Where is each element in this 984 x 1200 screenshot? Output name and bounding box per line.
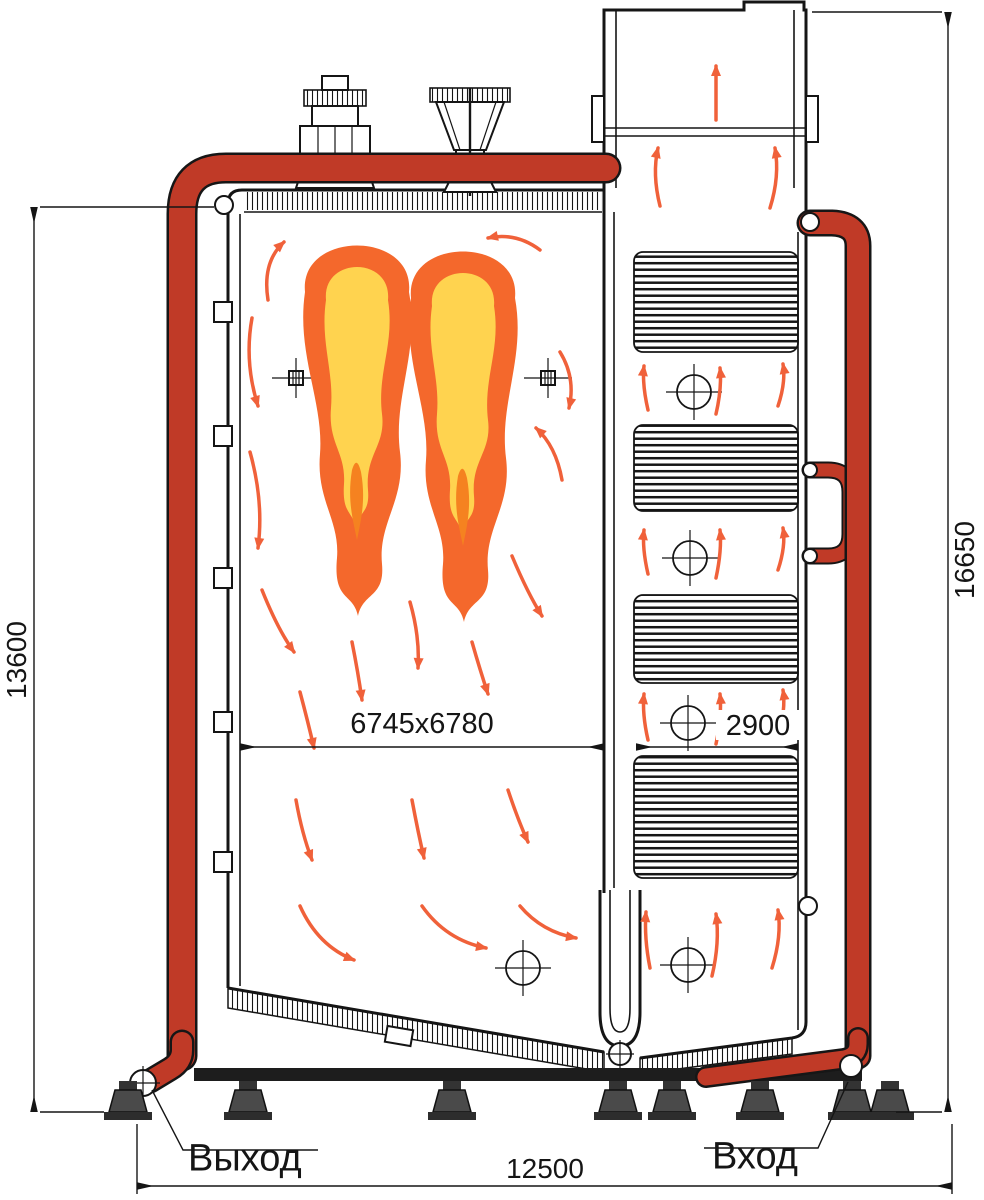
- wall-bracket: [213, 425, 233, 447]
- flue-duct: [591, 0, 819, 192]
- duct-flange-tab-left: [591, 95, 605, 143]
- inspection-port: [660, 937, 716, 993]
- tube-bundle-3: [633, 594, 799, 684]
- inspection-ports: [495, 364, 722, 996]
- dim-height-left-value: 13600: [1, 621, 32, 699]
- foot: [428, 1081, 476, 1120]
- tube-bundle-2: [633, 424, 799, 512]
- wall-bracket: [213, 567, 233, 589]
- inspection-port: [662, 530, 718, 586]
- wall-bracket: [213, 851, 233, 873]
- tube-bundle-1: [633, 251, 799, 353]
- pipe-flanges: [126, 195, 863, 1100]
- outlet-callout: Выход: [151, 1089, 318, 1179]
- base-frame: [194, 1068, 862, 1081]
- piping: [137, 152, 872, 1094]
- dimension-convective-width: 2900: [636, 710, 800, 751]
- inspection-port: [495, 940, 551, 996]
- inspection-port: [660, 695, 716, 751]
- foot: [594, 1081, 642, 1120]
- foot: [224, 1081, 272, 1120]
- flame-left: [303, 245, 412, 616]
- outlet-pipe: [137, 1029, 195, 1094]
- burner-mark: [272, 358, 320, 398]
- flange-top-right: [800, 212, 820, 232]
- convective-tube-bundles: [633, 251, 799, 879]
- foot: [648, 1081, 696, 1120]
- flange-loop-lower: [802, 548, 818, 564]
- burner-mark: [524, 358, 572, 398]
- inlet-label: Вход: [712, 1135, 798, 1177]
- tube-bundle-4: [633, 755, 799, 879]
- dimension-overall-width: 12500: [136, 1124, 953, 1194]
- flange-top-left: [214, 195, 234, 215]
- wall-bracket: [213, 711, 233, 733]
- rear-screen-loop: [598, 890, 642, 1068]
- flange-drain: [798, 896, 818, 916]
- wall-bracket: [213, 301, 233, 323]
- flames: [303, 245, 518, 622]
- dimension-furnace-width: 6745x6780: [240, 708, 604, 751]
- burner-marks: [272, 358, 572, 398]
- foot: [104, 1081, 152, 1120]
- dim-overall-width-value: 12500: [506, 1153, 584, 1184]
- bypass-loop-pipe: [801, 461, 859, 565]
- inlet-callout: Вход: [704, 1081, 849, 1177]
- wall-brackets: [213, 301, 233, 873]
- dimension-height-left: 13600: [1, 206, 214, 1113]
- outlet-label: Выход: [188, 1137, 302, 1179]
- inspection-port: [666, 364, 722, 420]
- foot: [866, 1081, 914, 1120]
- left-riser-and-header-pipe: [166, 152, 622, 1072]
- dim-height-right-value: 16650: [949, 521, 980, 599]
- right-riser-pipe: [796, 209, 872, 1070]
- roof-tube-hatch: [244, 192, 602, 210]
- support-feet: [104, 1081, 914, 1120]
- flange-loop-upper: [802, 462, 818, 478]
- inlet-flange: [839, 1054, 863, 1078]
- dim-convective-width-value: 2900: [726, 710, 791, 742]
- dimension-height-right: 16650: [812, 11, 980, 1113]
- dim-furnace-size-value: 6745x6780: [350, 708, 494, 740]
- foot: [736, 1081, 784, 1120]
- floor-manhole: [383, 1024, 415, 1048]
- duct-flange-tab-right: [805, 95, 819, 143]
